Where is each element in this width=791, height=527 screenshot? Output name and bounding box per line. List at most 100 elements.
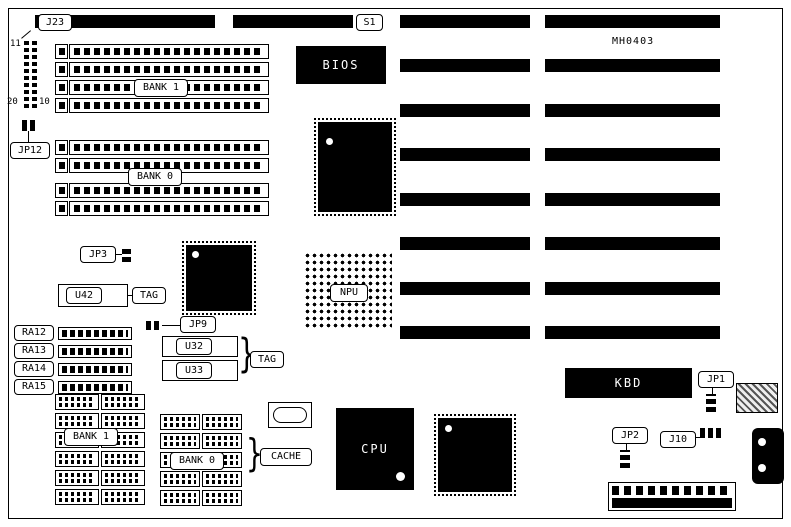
simm-socket <box>69 201 269 216</box>
label-bank0-cache: BANK 0 <box>170 452 224 470</box>
dip-chip <box>55 470 99 486</box>
simm-end-clip <box>55 44 68 59</box>
simm-end-clip <box>55 158 68 173</box>
pointer-line <box>28 131 29 142</box>
label-bank1-simm: BANK 1 <box>134 79 188 97</box>
pointer-line <box>696 437 700 438</box>
ra12-resistor-pack <box>58 327 132 340</box>
dip-chip <box>160 490 200 506</box>
simm-socket <box>69 183 269 198</box>
jp9-jumper <box>146 321 162 330</box>
expansion-slot <box>545 237 720 250</box>
expansion-slot <box>400 148 530 161</box>
oscillator-socket <box>268 402 312 428</box>
expansion-slot <box>545 59 720 72</box>
simm-end-clip <box>55 183 68 198</box>
expansion-slot <box>400 193 530 206</box>
label-ra15: RA15 <box>14 379 54 395</box>
dip-chip <box>55 413 99 429</box>
simm-end-clip <box>55 201 68 216</box>
ra15-resistor-pack <box>58 381 132 394</box>
dip-chip <box>202 471 242 487</box>
expansion-slot <box>400 282 530 295</box>
label-tag-u42: TAG <box>132 287 166 304</box>
bottom-pin-header <box>608 482 736 511</box>
j10-jumper <box>700 428 724 438</box>
label-jp1: JP1 <box>698 371 734 388</box>
label-jp2: JP2 <box>612 427 648 444</box>
bios-chip: BIOS <box>296 46 386 84</box>
label-npu: NPU <box>330 284 368 302</box>
simm-socket <box>69 140 269 155</box>
pointer-line <box>162 325 180 326</box>
label-j10: J10 <box>660 431 696 448</box>
dip-chip <box>101 451 145 467</box>
oscillator-outline <box>273 407 307 423</box>
label-ra13: RA13 <box>14 343 54 359</box>
jp1-jumper <box>706 394 716 412</box>
board-outline <box>8 8 783 519</box>
expansion-slot <box>545 15 720 28</box>
simm-end-clip <box>55 62 68 77</box>
qfp-chip <box>314 118 396 216</box>
simm-end-clip <box>55 98 68 113</box>
simm-socket <box>69 98 269 113</box>
dip-chip <box>202 490 242 506</box>
label-bank0-simm: BANK 0 <box>128 168 182 186</box>
label-u32: U32 <box>176 338 212 355</box>
j23-pin-header <box>24 38 37 108</box>
pointer-line <box>116 254 122 255</box>
label-jp12: JP12 <box>10 142 50 159</box>
label-tag-u32-u33: TAG <box>250 351 284 368</box>
dip-chip <box>55 394 99 410</box>
simm-socket <box>69 44 269 59</box>
expansion-slot <box>545 282 720 295</box>
pin-number-20: 20 <box>7 97 18 107</box>
label-s1: S1 <box>356 14 383 31</box>
dip-chip <box>55 489 99 505</box>
din-pin <box>758 464 766 472</box>
edge-connector-bar <box>35 15 215 28</box>
expansion-slot <box>545 326 720 339</box>
pin1-marker <box>445 425 452 432</box>
label-ra12: RA12 <box>14 325 54 341</box>
expansion-slot <box>400 59 530 72</box>
expansion-slot <box>545 193 720 206</box>
dip-chip <box>101 413 145 429</box>
cpu-pin1-marker <box>396 472 405 481</box>
simm-socket <box>69 158 269 173</box>
expansion-slot <box>400 237 530 250</box>
dip-chip <box>160 433 200 449</box>
din-pin <box>758 438 766 446</box>
kbd-chip: KBD <box>565 368 692 398</box>
pin1-marker <box>192 251 199 258</box>
jp2-jumper <box>620 450 630 468</box>
expansion-slot <box>545 104 720 117</box>
ra14-resistor-pack <box>58 363 132 376</box>
dip-chip <box>101 394 145 410</box>
label-bank1-cache: BANK 1 <box>64 428 118 446</box>
dip-chip <box>55 451 99 467</box>
label-jp9: JP9 <box>180 316 216 333</box>
jp12-jumper <box>22 120 36 131</box>
expansion-slot <box>545 148 720 161</box>
dip-chip <box>101 470 145 486</box>
label-jp3: JP3 <box>80 246 116 263</box>
dip-chip <box>202 433 242 449</box>
pin1-marker <box>326 138 333 145</box>
label-u33: U33 <box>176 362 212 379</box>
qfp-chip <box>182 241 256 315</box>
expansion-slot <box>400 326 530 339</box>
pointer-line <box>128 295 132 296</box>
board-part-number: MH0403 <box>612 36 655 47</box>
dip-chip <box>160 414 200 430</box>
label-u42: U42 <box>66 287 102 304</box>
pointer-line <box>712 388 713 394</box>
dip-chip <box>202 414 242 430</box>
connector-bar <box>612 498 732 508</box>
simm-end-clip <box>55 140 68 155</box>
din-connector <box>752 428 784 484</box>
expansion-slot <box>400 104 530 117</box>
dip-chip <box>101 489 145 505</box>
